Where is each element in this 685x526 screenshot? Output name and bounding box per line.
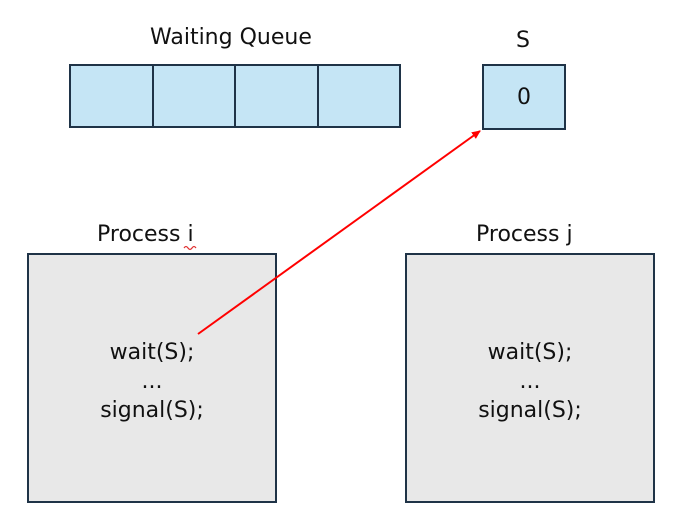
process-i-title: Process i [97, 222, 194, 247]
process-i-code: wait(S); ... signal(S); [29, 338, 275, 425]
spellcheck-squiggle [183, 245, 197, 251]
process-i-box: wait(S); ... signal(S); [27, 253, 277, 503]
process-j-code: wait(S); ... signal(S); [407, 338, 653, 425]
process-j-title: Process j [476, 222, 573, 247]
code-line-ellipsis: ... [519, 369, 541, 394]
code-line-wait: wait(S); [109, 340, 195, 365]
code-line-signal: signal(S); [100, 398, 204, 423]
queue-slot [153, 66, 236, 126]
process-j-box: wait(S); ... signal(S); [405, 253, 655, 503]
semaphore-value: 0 [517, 84, 531, 110]
queue-slot [71, 66, 154, 126]
waiting-queue-title: Waiting Queue [150, 25, 312, 50]
semaphore-label: S [516, 28, 530, 53]
queue-slot [236, 66, 319, 126]
semaphore-box: 0 [482, 64, 566, 130]
code-line-wait: wait(S); [487, 340, 573, 365]
wait-to-semaphore-arrow [197, 130, 481, 335]
code-line-signal: signal(S); [478, 398, 582, 423]
queue-slot [318, 66, 399, 126]
waiting-queue [69, 64, 401, 128]
code-line-ellipsis: ... [141, 369, 163, 394]
